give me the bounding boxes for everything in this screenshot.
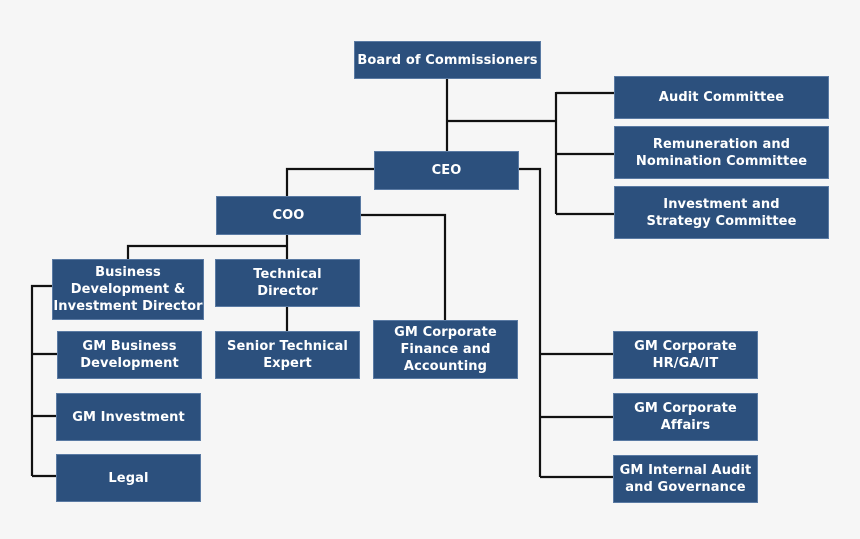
node-legal: Legal bbox=[56, 454, 201, 502]
node-audit-committee: Audit Committee bbox=[614, 76, 829, 119]
connector-ceo-right bbox=[519, 167, 542, 477]
node-senior-technical-expert: Senior Technical Expert bbox=[215, 331, 360, 379]
node-gm-investment: GM Investment bbox=[56, 393, 201, 441]
connector-ceo-coo bbox=[285, 167, 374, 196]
node-gm-corporate-affairs: GM Corporate Affairs bbox=[613, 393, 758, 441]
connector-coo-finance bbox=[361, 213, 447, 320]
connector-bd-trunk bbox=[30, 284, 52, 476]
node-gm-corporate-hr: GM Corporate HR/GA/IT bbox=[613, 331, 758, 379]
node-bd-investment-director: Business Development & Investment Direct… bbox=[52, 259, 204, 320]
node-ceo: CEO bbox=[374, 151, 519, 190]
node-board-of-commissioners: Board of Commissioners bbox=[354, 41, 541, 79]
node-remuneration-committee: Remuneration and Nomination Committee bbox=[614, 126, 829, 179]
node-gm-internal-audit: GM Internal Audit and Governance bbox=[613, 455, 758, 503]
node-technical-director: Technical Director bbox=[215, 259, 360, 307]
node-investment-committee: Investment and Strategy Committee bbox=[614, 186, 829, 239]
node-gm-corporate-finance: GM Corporate Finance and Accounting bbox=[373, 320, 518, 379]
node-gm-business-development: GM Business Development bbox=[57, 331, 202, 379]
node-coo: COO bbox=[216, 196, 361, 235]
connector-coo-bd bbox=[126, 244, 287, 260]
